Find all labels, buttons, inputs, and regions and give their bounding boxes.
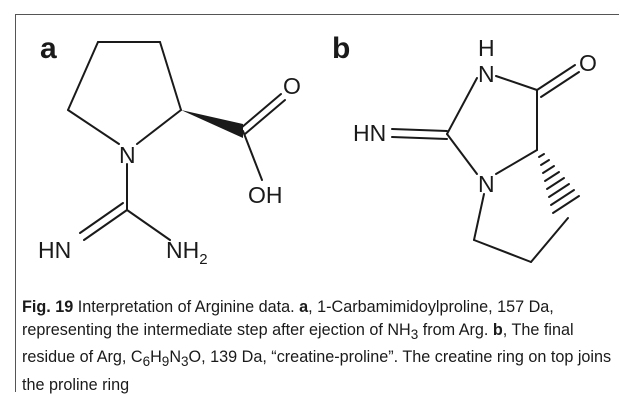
caption-b-label: b: [492, 320, 503, 339]
figure-caption: Fig. 19 Interpretation of Arginine data.…: [22, 298, 612, 394]
atom-b-hn: HN: [353, 120, 386, 146]
bond-a-c-o-1: [240, 93, 282, 129]
panel-b-label: b: [332, 32, 350, 65]
atom-b-n-bottom: N: [478, 171, 495, 197]
bond-a-n-c5: [67, 109, 120, 145]
frame-left-border: [15, 14, 16, 392]
atom-a-hn: HN: [38, 237, 71, 263]
bond-b-hn-c-1: [391, 128, 448, 132]
atom-a-o: O: [283, 73, 301, 99]
bond-a-c-oh: [242, 130, 263, 181]
bond-b-nh-c: [495, 75, 538, 91]
atom-a-oh: OH: [248, 182, 283, 208]
bond-a-c-nh-1: [83, 209, 128, 241]
bond-a-c-nh-2: [79, 202, 124, 234]
atom-b-n-top: N: [478, 61, 495, 87]
bond-b-c5-c4: [473, 239, 532, 263]
panel-a-label: a: [40, 32, 57, 65]
atom-a-n: N: [119, 142, 136, 168]
bond-a-c3-c2: [159, 41, 182, 111]
frame-top-border: [15, 14, 619, 15]
caption-a-label: a: [299, 298, 309, 316]
bond-b-hn-c-2: [391, 136, 448, 140]
bond-b-c-o-2: [540, 71, 580, 98]
atom-a-nh2: NH2: [166, 237, 208, 268]
hashed-bond-b: [538, 153, 580, 214]
chemical-structures: a N O OH HN NH2 b: [38, 32, 597, 268]
bond-b-n-c5: [473, 193, 485, 241]
bond-b-c-nh: [446, 77, 478, 135]
bond-a-c-nh2: [126, 209, 171, 241]
bond-b-c4-c3: [530, 217, 569, 263]
panel-a-bonds: [67, 41, 286, 241]
wedge-bond-a: [181, 110, 243, 138]
atom-b-o: O: [579, 50, 597, 76]
bond-a-c2-n: [136, 109, 182, 145]
bond-b-c-n: [495, 149, 538, 175]
caption-fig-number: Fig. 19: [22, 298, 74, 316]
bond-a-c-o-2: [244, 99, 286, 135]
bond-a-c5-c4: [67, 41, 99, 111]
bond-b-n-c: [446, 133, 478, 175]
bond-b-c-o-1: [536, 64, 576, 91]
panel-b-bonds: [391, 64, 580, 263]
atom-b-h: H: [478, 35, 495, 61]
